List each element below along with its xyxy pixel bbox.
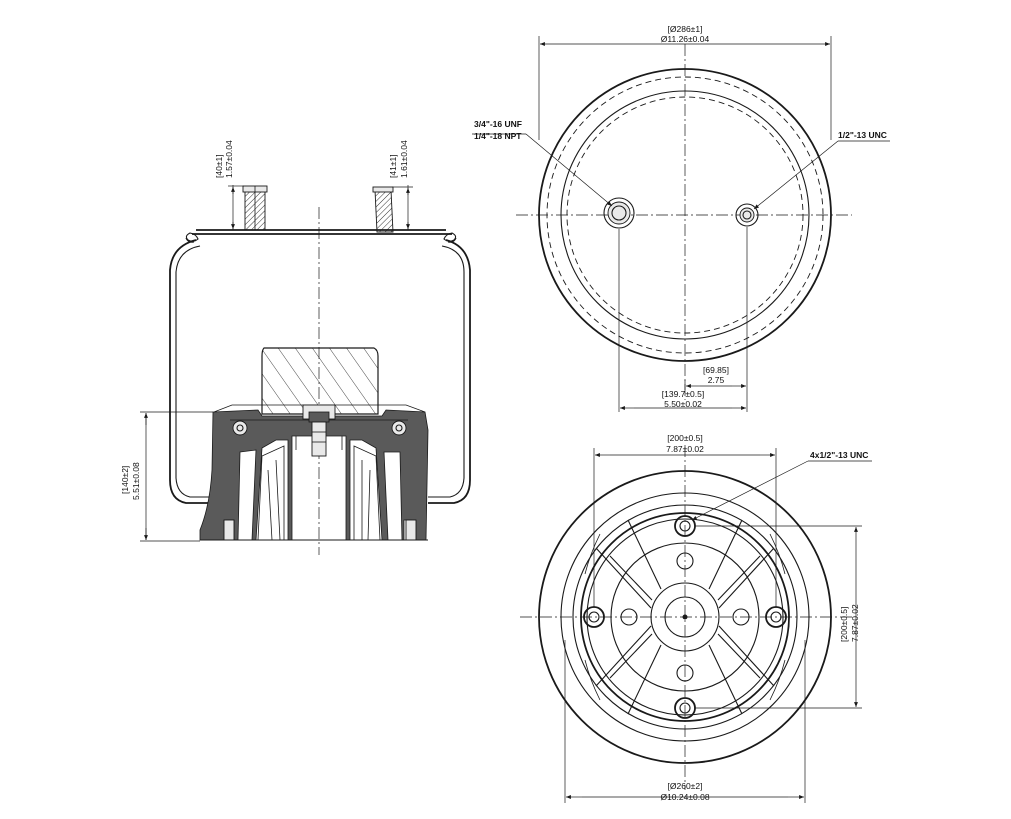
- bolt-width-metric: [200±0.5]: [667, 433, 702, 443]
- dim-bolt-height: [200±0.5] 7.87±0.02: [695, 525, 862, 709]
- bottom-diameter-imperial: Ø10.24±0.08: [660, 792, 709, 802]
- stud-left-imperial: 1.57±0.04: [224, 140, 234, 178]
- air-fitting: [603, 197, 635, 229]
- stud-right: [372, 186, 394, 233]
- dim-stud-left: [40±1] 1.57±0.04: [214, 140, 244, 231]
- bottom-view: [200±0.5] 7.87±0.02 4x1/2"-13 UNC [200±0…: [520, 433, 872, 803]
- stud-left-metric: [40±1]: [214, 154, 224, 178]
- spacing-imperial: 5.50±0.02: [664, 399, 702, 409]
- dim-height: [140±2] 5.51±0.08: [120, 411, 213, 542]
- spacing-metric: [139.7±0.5]: [662, 389, 704, 399]
- callout-stud: 1/2"-13 UNC: [753, 130, 890, 210]
- offset-imperial: 2.75: [708, 375, 725, 385]
- bolt-width-imperial: 7.87±0.02: [666, 444, 704, 454]
- top-view: [Ø286±1] Ø11.26±0.04 3/4"-16 UNF 1/4"-18…: [472, 24, 890, 412]
- bead-plate: [185, 229, 457, 243]
- bolt-height-imperial: 7.87±0.02: [850, 604, 860, 642]
- bumper: [261, 347, 379, 415]
- bolt-thread: 4x1/2"-13 UNC: [810, 450, 868, 460]
- dim-bottom-diameter: [Ø260±2] Ø10.24±0.08: [564, 640, 806, 803]
- dim-stud-right: [41±1] 1.61±0.04: [388, 140, 413, 230]
- callout-fitting: 3/4"-16 UNF 1/4"-18 NPT: [472, 119, 613, 207]
- callout-bolt: 4x1/2"-13 UNC: [691, 450, 872, 521]
- height-metric: [140±2]: [120, 466, 130, 494]
- ribs: [584, 519, 786, 715]
- fitting-thread-2: 1/4"-18 NPT: [474, 131, 522, 141]
- top-diameter-metric: [Ø286±1]: [668, 24, 703, 34]
- small-holes: [620, 552, 750, 682]
- dim-bolt-width: [200±0.5] 7.87±0.02: [593, 433, 777, 607]
- stud-left: [242, 185, 268, 231]
- side-view: [40±1] 1.57±0.04 [41±1] 1.61±0.04 [140±2…: [120, 140, 471, 555]
- top-diameter-imperial: Ø11.26±0.04: [661, 34, 710, 44]
- stud-thread: 1/2"-13 UNC: [838, 130, 887, 140]
- offset-metric: [69.85]: [703, 365, 729, 375]
- dim-top-diameter: [Ø286±1] Ø11.26±0.04: [538, 24, 832, 140]
- bottom-diameter-metric: [Ø260±2]: [668, 781, 703, 791]
- stud-right-metric: [41±1]: [388, 154, 398, 178]
- dim-stud-spacing: [69.85] 2.75 [139.7±0.5] 5.50±0.02: [618, 227, 748, 412]
- bellows: [169, 239, 471, 504]
- bolt-height-metric: [200±0.5]: [839, 607, 849, 642]
- piston-section: [199, 404, 429, 541]
- stud-right-imperial: 1.61±0.04: [399, 140, 409, 178]
- mounting-stud: [735, 203, 759, 227]
- height-imperial: 5.51±0.08: [131, 462, 141, 500]
- center-bolt: [295, 404, 343, 457]
- fitting-thread-1: 3/4"-16 UNF: [474, 119, 522, 129]
